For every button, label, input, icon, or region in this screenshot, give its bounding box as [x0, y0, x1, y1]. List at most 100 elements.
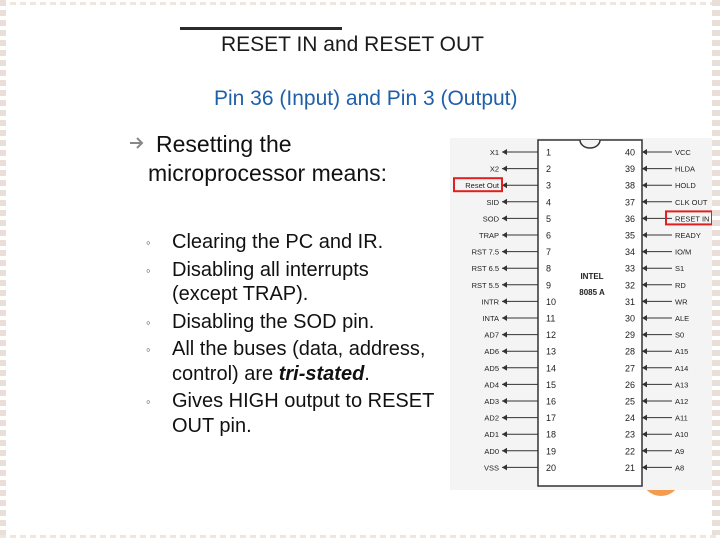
pin-arrow-icon — [502, 265, 507, 272]
pin-number-right: 39 — [625, 164, 635, 174]
pin-arrow-icon — [642, 464, 647, 471]
pin-arrow-icon — [502, 165, 507, 172]
pin-name-left: VSS — [484, 463, 499, 472]
pin-number-right: 29 — [625, 330, 635, 340]
bullet-circle-icon: ◦ — [146, 262, 151, 278]
sub-bullet-item: ◦ Gives HIGH output to RESET OUT pin. — [146, 389, 436, 438]
pin-name-left: AD2 — [484, 414, 499, 423]
pin-name-right: CLK OUT — [675, 198, 708, 207]
pin-name-right: RD — [675, 281, 686, 290]
bullet-circle-icon: ◦ — [146, 235, 151, 250]
highlight-box-reset-out — [453, 177, 503, 193]
bullet-arrow-icon — [130, 137, 144, 149]
pin-arrow-icon — [502, 414, 507, 421]
pin-name-right: S1 — [675, 264, 684, 273]
pin-number-left: 9 — [546, 280, 551, 290]
pin-number-left: 17 — [546, 413, 556, 423]
pin-name-right: READY — [675, 231, 701, 240]
pin-name-left: AD4 — [484, 380, 499, 389]
pin-name-left: INTA — [482, 314, 499, 323]
pin-number-right: 27 — [625, 363, 635, 373]
pin-arrow-icon — [502, 298, 507, 305]
item-text: Disabling all interrupts (except TRAP). — [172, 258, 369, 306]
pin-number-right: 28 — [625, 347, 635, 357]
pin-arrow-icon — [642, 248, 647, 255]
pin-name-left: X1 — [490, 148, 499, 157]
pin-number-right: 33 — [625, 264, 635, 274]
pin-arrow-icon — [502, 232, 507, 238]
pin-arrow-icon — [642, 215, 647, 222]
pin-name-right: IO/M — [675, 248, 691, 257]
item-text: Disabling the SOD pin. — [172, 310, 375, 333]
chip-body — [537, 139, 643, 487]
pin-number-right: 21 — [625, 463, 635, 473]
pin-name-right: HLDA — [675, 165, 695, 174]
slide-frame-right — [712, 0, 720, 540]
pin-number-right: 37 — [625, 197, 635, 207]
pin-arrow-icon — [642, 315, 647, 321]
pin-name-right: A11 — [675, 414, 688, 423]
pin-number-left: 11 — [546, 314, 555, 324]
pin-arrow-icon — [642, 414, 647, 421]
pin-arrow-icon — [642, 298, 647, 305]
pin-number-left: 5 — [546, 214, 551, 224]
pin-number-right: 38 — [625, 181, 635, 191]
pin-arrow-icon — [642, 431, 647, 438]
pin-name-left: TRAP — [479, 231, 499, 240]
pin-name-right: WR — [675, 297, 688, 306]
pin-arrow-icon — [502, 281, 507, 288]
pin-arrow-icon — [642, 165, 647, 172]
pin-number-right: 24 — [625, 413, 635, 423]
pin-name-left: AD0 — [484, 447, 499, 456]
pin-number-right: 25 — [625, 397, 635, 407]
pin-arrow-icon — [502, 198, 507, 205]
pin-arrow-icon — [502, 364, 507, 371]
pin-number-right: 30 — [625, 314, 635, 324]
pin-number-right: 36 — [625, 214, 635, 224]
bullet-circle-icon: ◦ — [146, 394, 151, 409]
emphasis-text: tri-stated — [278, 362, 365, 385]
main-bullet-line2: microprocessor means: — [148, 160, 388, 186]
pin-number-left: 18 — [546, 430, 556, 440]
pin-arrow-icon — [502, 431, 507, 438]
pin-number-left: 4 — [546, 197, 551, 207]
pin-arrow-icon — [642, 182, 647, 189]
pin-name-right: A13 — [675, 380, 688, 389]
bullet-circle-icon: ◦ — [146, 342, 151, 357]
highlight-box-reset-in — [665, 210, 712, 226]
sub-bullet-item: ◦Disabling the SOD pin. — [146, 310, 436, 335]
pin-number-right: 32 — [625, 280, 635, 290]
pin-name-left: X2 — [490, 165, 499, 174]
pin-arrow-icon — [642, 364, 647, 371]
pin-number-left: 16 — [546, 397, 556, 407]
slide-frame-bottom — [0, 535, 720, 538]
pin-arrow-icon — [502, 215, 507, 222]
chip-label-line1: INTEL — [580, 272, 603, 281]
pin-name-left: SID — [486, 198, 499, 207]
pin-name-right: A9 — [675, 447, 684, 456]
title-rule — [180, 27, 342, 30]
pin-arrow-icon — [502, 182, 507, 189]
pin-name-right: A15 — [675, 347, 688, 356]
pin-name-right: ALE — [675, 314, 689, 323]
pin-number-right: 22 — [625, 446, 635, 456]
pin-arrow-icon — [502, 248, 507, 255]
pin-name-right: HOLD — [675, 181, 696, 190]
pin-number-right: 40 — [625, 148, 635, 158]
chip-notch — [579, 139, 601, 149]
pin-number-left: 14 — [546, 363, 556, 373]
pin-arrow-icon — [502, 315, 507, 321]
item-text: Gives HIGH output to RESET OUT pin. — [172, 390, 434, 437]
pin-name-right: A10 — [675, 430, 688, 439]
slide-title: RESET IN and RESET OUT — [221, 33, 484, 56]
pin-arrow-icon — [502, 381, 507, 388]
pin-name-right: S0 — [675, 331, 684, 340]
pin-number-left: 6 — [546, 231, 551, 241]
sub-bullet-item: ◦ Disabling all interrupts (except TRAP). — [146, 258, 436, 307]
pin-arrow-icon — [642, 265, 647, 272]
pin-number-left: 12 — [546, 330, 556, 340]
pin-arrow-icon — [502, 348, 507, 355]
pin-name-left: AD3 — [484, 397, 499, 406]
pin-number-right: 34 — [625, 247, 635, 257]
